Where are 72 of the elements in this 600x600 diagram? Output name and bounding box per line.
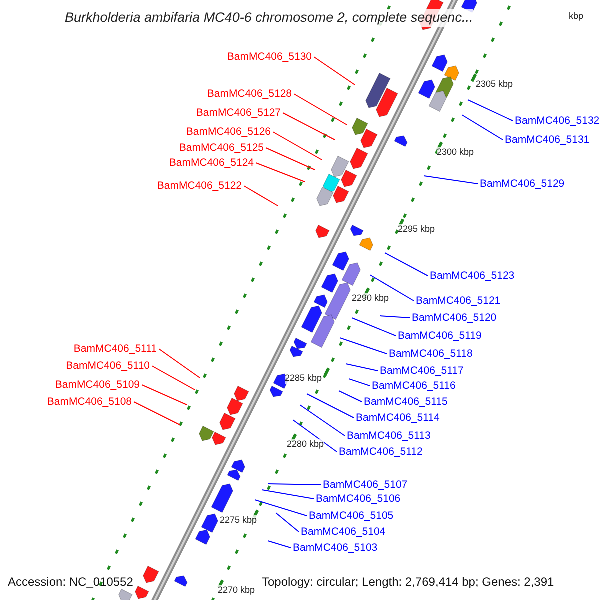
gene-label: BamMC406_5132: [515, 115, 600, 127]
gene-label: BamMC406_5106: [316, 493, 401, 505]
leader-line: [158, 348, 200, 378]
leader-line: [268, 484, 322, 486]
gene-label: BamMC406_5107: [323, 479, 408, 491]
gene-label: BamMC406_5110: [66, 360, 150, 372]
gene-label: BamMC406_5111: [74, 343, 157, 355]
gene-label: BamMC406_5122: [157, 180, 242, 192]
map-info-text: Topology: circular; Length: 2,769,414 bp; Genes: 2,391: [262, 575, 554, 589]
leader-line: [380, 316, 410, 318]
scale-label: 2280 kbp: [287, 439, 324, 450]
leader-line: [254, 500, 308, 516]
gene-label: BamMC406_5108: [47, 396, 132, 408]
gene-label: BamMC406_5123: [430, 270, 515, 282]
gene-label: BamMC406_5115: [364, 396, 448, 408]
gene-label: BamMC406_5119: [398, 330, 482, 342]
gene-label: BamMC406_5117: [380, 365, 464, 377]
gene-label: BamMC406_5124: [169, 157, 254, 169]
leader-line: [384, 252, 428, 276]
gene-label: BamMC406_5121: [416, 295, 501, 307]
gene-label: BamMC406_5112: [339, 446, 423, 458]
leader-line: [468, 100, 514, 122]
gene-label: BamMC406_5125: [179, 142, 264, 154]
leader-line: [370, 274, 414, 302]
leader-line: [244, 186, 278, 206]
gene-label: BamMC406_5127: [196, 107, 281, 119]
leader-line: [268, 540, 292, 548]
leader-line: [462, 114, 504, 140]
scale-label: 2270 kbp: [218, 585, 256, 596]
leader-line: [134, 402, 180, 426]
leader-line: [294, 94, 348, 126]
gene-label: BamMC406_5129: [480, 178, 565, 190]
leader-line: [346, 364, 378, 372]
gene-label: BamMC406_5113: [347, 430, 431, 442]
gene-label: BamMC406_5109: [55, 379, 140, 391]
leader-line: [256, 162, 306, 182]
leader-line: [272, 132, 322, 160]
scale-label: 2300 kbp: [437, 147, 474, 158]
gene-label: BamMC406_5116: [372, 380, 456, 392]
gene-label: BamMC406_5120: [412, 312, 497, 324]
leader-line: [340, 338, 388, 354]
leader-line: [292, 420, 338, 452]
leader-line: [282, 112, 336, 140]
gene-label: BamMC406_5131: [505, 134, 590, 146]
leader-line: [348, 378, 370, 386]
map-title: Burkholderia ambifaria MC40-6 chromosome 2, complete sequenc...: [65, 9, 474, 27]
leader-line: [266, 148, 316, 170]
gene-label: BamMC406_5126: [186, 126, 271, 138]
scale-label: 2275 kbp: [220, 515, 258, 526]
scale-label: 2305 kbp: [476, 79, 514, 90]
gene-label: BamMC406_5104: [301, 526, 386, 538]
gene-label: BamMC406_5128: [207, 88, 292, 100]
gene-label: BamMC406_5103: [293, 542, 378, 554]
gene-label: BamMC406_5114: [356, 412, 440, 424]
scale-label: kbp: [569, 11, 584, 22]
leader-line: [338, 390, 362, 402]
accession-text: Accession: NC_010552: [8, 575, 134, 589]
leader-line: [314, 56, 356, 86]
gene-label: BamMC406_5130: [227, 51, 312, 63]
scale-label: 2295 kbp: [398, 224, 436, 235]
leader-line: [352, 318, 396, 336]
leader-line: [276, 512, 300, 532]
scale-label: 2290 kbp: [352, 293, 390, 304]
leader-line: [262, 490, 314, 500]
leader-line: [424, 176, 478, 184]
leader-line: [300, 404, 346, 436]
gene-label: BamMC406_5118: [389, 348, 473, 360]
leader-line: [142, 384, 188, 406]
leader-line: [152, 366, 196, 390]
leader-line: [306, 394, 354, 418]
scale-label: 2285 kbp: [285, 373, 322, 384]
gene-label: BamMC406_5105: [309, 510, 394, 522]
